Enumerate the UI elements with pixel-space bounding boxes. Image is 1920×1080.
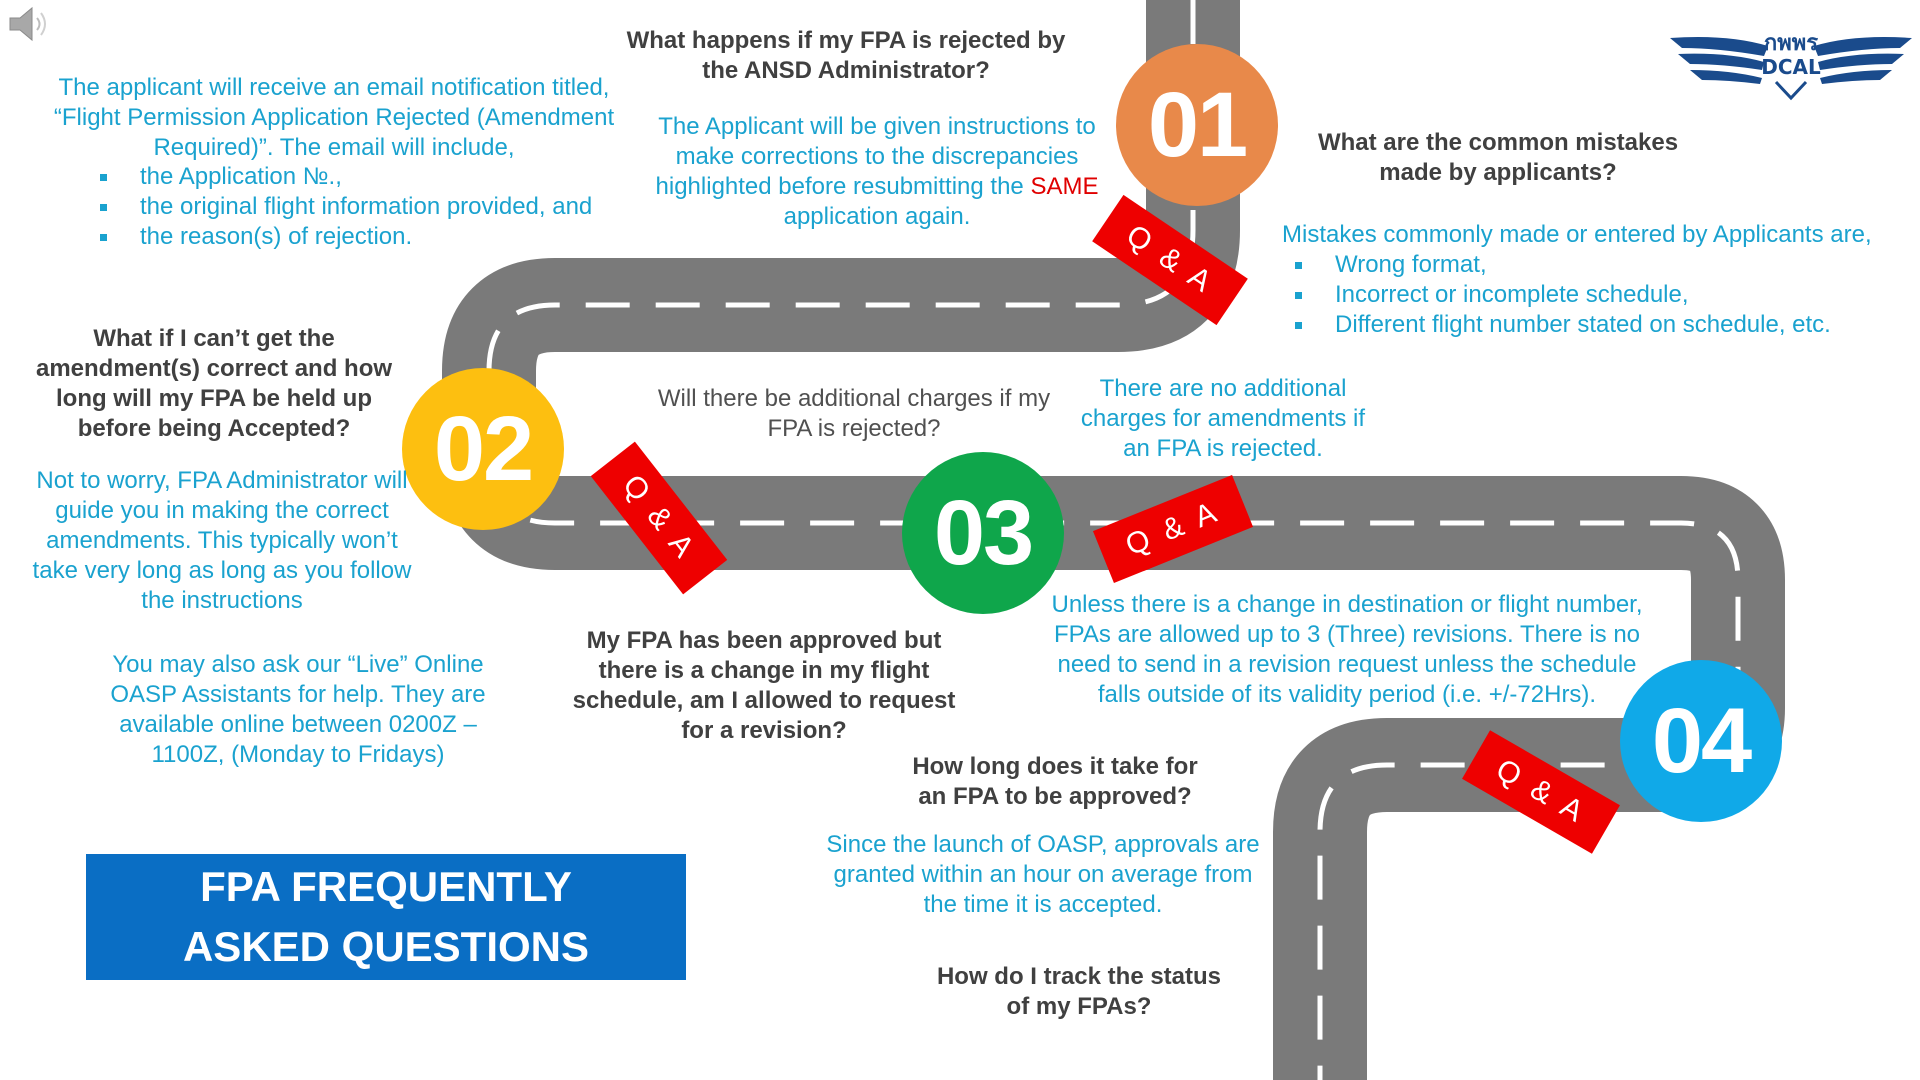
- faq-track-question: How do I track the status of my FPAs?: [936, 963, 1222, 1020]
- road-center-line: [486, 0, 1741, 1080]
- faq1-answer: The Applicant will be given instructions…: [652, 112, 1102, 232]
- faq1-answer-part1: The Applicant will be given instructions…: [655, 113, 1096, 200]
- faq2-answer: Not to worry, FPA Administrator will gui…: [32, 467, 412, 614]
- badge-03: 03: [902, 452, 1064, 614]
- faq2-question: What if I can’t get the amendment(s) cor…: [35, 325, 393, 442]
- faq-mistakes-intro: Mistakes commonly made or entered by App…: [1282, 221, 1872, 248]
- list-item: Incorrect or incomplete schedule,: [1295, 280, 1915, 310]
- faq2-live-help: You may also ask our “Live” Online OASP …: [110, 651, 486, 768]
- list-item: the original flight information provided…: [100, 192, 640, 222]
- page-title-banner: FPA FREQUENTLY ASKED QUESTIONS: [86, 854, 686, 980]
- faq1-answer-emphasis: SAME: [1030, 173, 1099, 200]
- logo-abbr: DCAL: [1761, 55, 1821, 79]
- badge-02: 02: [402, 368, 564, 530]
- faq-mistakes-question: What are the common mistakes made by app…: [1317, 129, 1679, 186]
- dcal-logo: กพพร DCAL: [1670, 31, 1912, 101]
- faq1-answer-part2: application again.: [783, 203, 971, 230]
- logo-thai-text: กพพร: [1764, 31, 1818, 56]
- faq3-question: Will there be additional charges if my F…: [657, 385, 1051, 442]
- faq-mistakes-bullets: Wrong format, Incorrect or incomplete sc…: [1295, 250, 1915, 340]
- faq1-email-intro: The applicant will receive an email noti…: [53, 74, 615, 161]
- speaker-icon[interactable]: [6, 4, 52, 44]
- faq-revision-answer: Unless there is a change in destination …: [1051, 591, 1643, 708]
- faq-revision-question: My FPA has been approved but there is a …: [572, 627, 956, 744]
- page-title: FPA FREQUENTLY ASKED QUESTIONS: [182, 863, 590, 970]
- faq4-answer: Since the launch of OASP, approvals are …: [826, 831, 1260, 918]
- faq1-email-bullets: the Application №., the original flight …: [100, 162, 640, 252]
- badge-04: 04: [1620, 660, 1782, 822]
- faq1-question: What happens if my FPA is rejected by th…: [626, 27, 1066, 84]
- list-item: the Application №.,: [100, 162, 640, 192]
- faq4-question: How long does it take for an FPA to be a…: [912, 753, 1198, 810]
- faq3-answer: There are no additional charges for amen…: [1080, 375, 1366, 462]
- badge-01: 01: [1116, 44, 1278, 206]
- list-item: the reason(s) of rejection.: [100, 222, 640, 252]
- list-item: Different flight number stated on schedu…: [1295, 310, 1915, 340]
- list-item: Wrong format,: [1295, 250, 1915, 280]
